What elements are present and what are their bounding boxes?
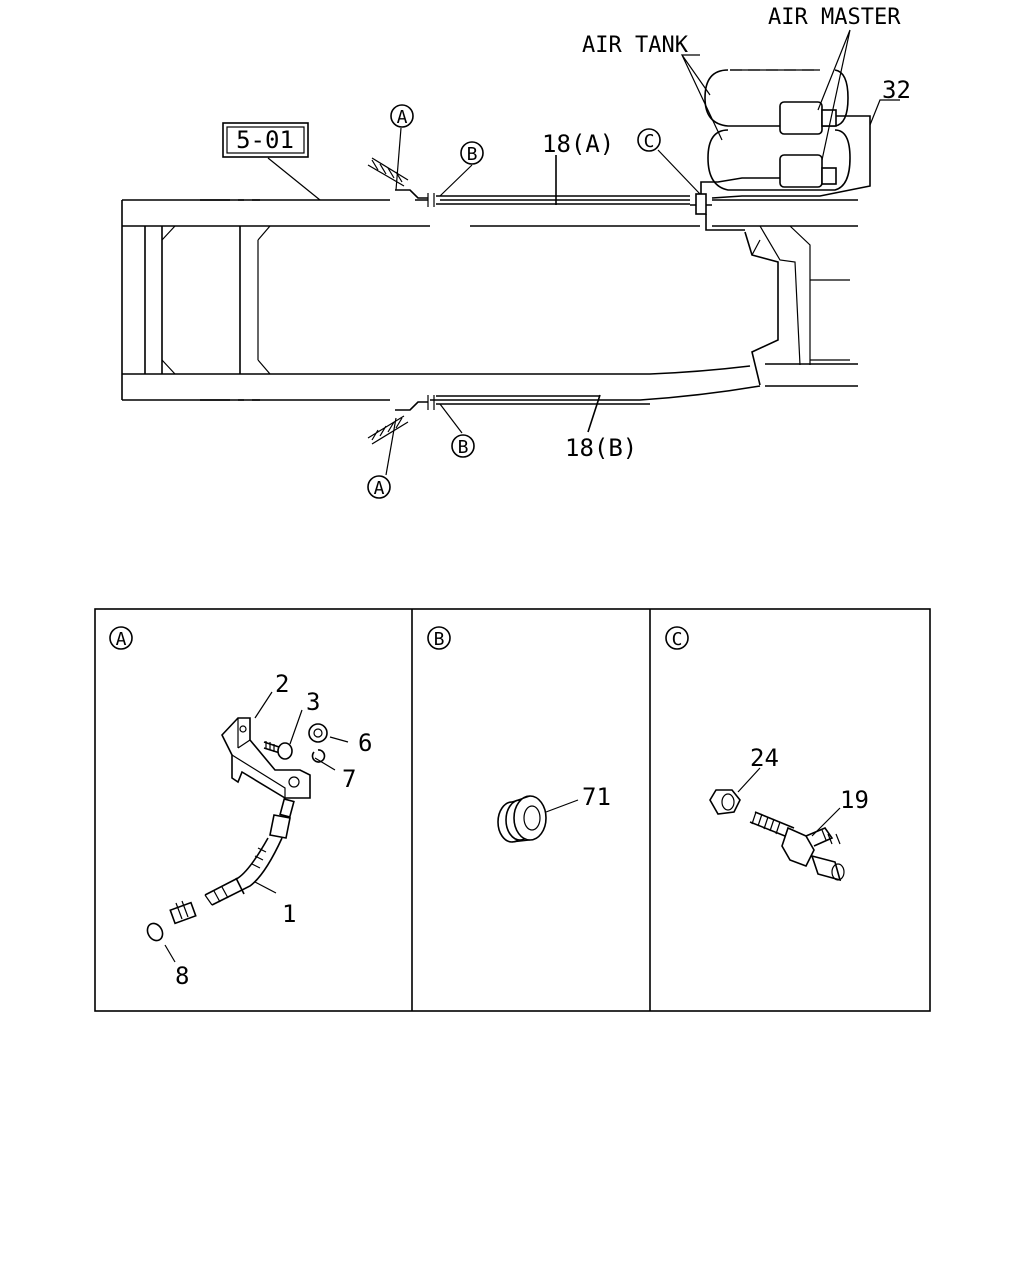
hose-top (367, 157, 435, 207)
marker-b-top: B (460, 141, 484, 165)
detail-panels: A (94, 608, 931, 1012)
detail-panel-b: B 71 (427, 626, 611, 843)
part-label-2: 2 (275, 670, 289, 698)
marker-c-top: C (637, 128, 661, 152)
bolt-icon (263, 741, 293, 760)
tee-fitting-icon (749, 811, 845, 882)
nut-icon (308, 723, 328, 743)
svg-text:A: A (374, 478, 385, 499)
callout-18b: 18(B) (565, 434, 637, 462)
detail-panel-a: A (109, 626, 372, 990)
svg-text:A: A (116, 629, 127, 650)
hose-bottom (367, 395, 435, 445)
svg-text:B: B (467, 144, 478, 165)
part-label-1: 1 (282, 900, 296, 928)
marker-b-bottom: B (451, 434, 475, 458)
air-tank-group (704, 69, 871, 199)
tee-fitting-c (690, 177, 815, 231)
reference-box-label: 5-01 (236, 126, 294, 154)
frame-diagram: AIR MASTER AIR TANK 32 18(A) 18(B) 5-01 … (121, 5, 911, 499)
o-ring-icon (146, 922, 164, 942)
air-tank-label: AIR TANK (582, 33, 689, 58)
panel-a-marker: A (109, 626, 133, 650)
detail-panel-c: C 24 19 (665, 626, 869, 882)
part-label-24: 24 (750, 744, 779, 772)
part-label-8: 8 (175, 962, 189, 990)
svg-text:A: A (397, 107, 408, 128)
callout-18a: 18(A) (542, 130, 614, 158)
panel-c-marker: C (665, 626, 689, 650)
panel-b-marker: B (427, 626, 451, 650)
callout-32: 32 (882, 76, 911, 104)
hex-nut-icon (709, 789, 741, 815)
part-label-71: 71 (582, 783, 611, 811)
grommet-icon (497, 795, 547, 843)
marker-a-bottom: A (367, 475, 391, 499)
svg-text:B: B (434, 629, 445, 650)
part-label-7: 7 (342, 765, 356, 793)
part-label-6: 6 (358, 729, 372, 757)
marker-a-top: A (390, 104, 414, 128)
part-label-19: 19 (840, 786, 869, 814)
reference-box[interactable]: 5-01 (222, 122, 309, 158)
part-label-3: 3 (306, 688, 320, 716)
air-master-label: AIR MASTER (768, 5, 901, 30)
svg-text:C: C (672, 629, 683, 650)
bracket-icon (221, 717, 311, 799)
svg-text:B: B (458, 437, 469, 458)
flex-hose-icon (169, 797, 295, 925)
svg-text:C: C (644, 131, 655, 152)
